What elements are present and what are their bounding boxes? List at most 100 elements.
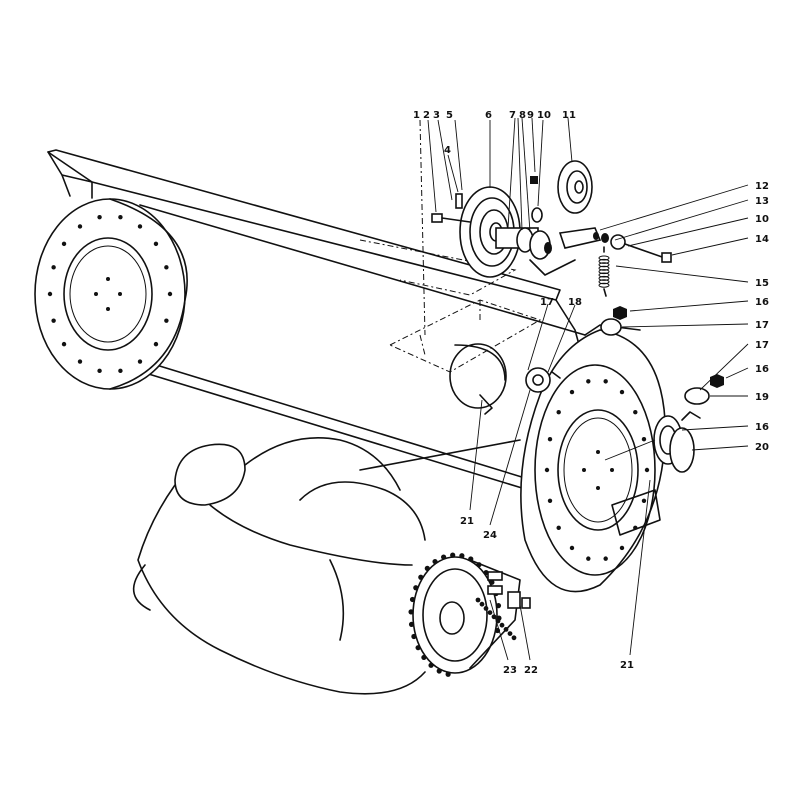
auger-housing xyxy=(47,149,641,489)
spring-coil xyxy=(598,272,610,278)
chain-link xyxy=(450,552,456,558)
callout-16-upper: 16 xyxy=(755,297,769,308)
chain-link xyxy=(483,606,489,611)
spring-hook xyxy=(603,246,607,297)
chain-link xyxy=(468,556,474,562)
right-end-plate xyxy=(520,329,666,593)
bolt-hole xyxy=(61,241,67,247)
callout-labels: 1 2 3 5 4 6 7 8 9 10 11 12 13 10 14 15 1… xyxy=(413,110,769,676)
spring-coil xyxy=(598,255,610,261)
chain-link xyxy=(441,554,447,560)
callout-9: 9 xyxy=(527,110,534,121)
callout-16-mid: 16 xyxy=(755,364,769,375)
chain-link xyxy=(418,574,424,580)
callout-3: 3 xyxy=(433,110,440,121)
spring-coil xyxy=(598,275,610,281)
callout-10-right: 10 xyxy=(755,214,769,225)
bolt-hole xyxy=(556,525,561,531)
bolt-hole xyxy=(582,468,586,472)
chain-link xyxy=(459,553,465,559)
chain-link xyxy=(424,565,430,571)
bolt-hole xyxy=(97,368,102,374)
bolt-hole xyxy=(569,389,575,395)
leader-lines xyxy=(419,117,749,661)
bolt-hole xyxy=(106,307,110,311)
bolt-hole xyxy=(633,409,638,415)
callout-12: 12 xyxy=(755,181,769,192)
chain-link xyxy=(411,633,417,640)
bolt-hole xyxy=(47,291,53,297)
chain-link xyxy=(432,558,438,565)
bolt-hole xyxy=(556,409,561,415)
bolt-hole xyxy=(164,265,169,270)
bolt-hole xyxy=(603,379,608,384)
bolt-hole xyxy=(164,318,169,323)
bolt-hole xyxy=(51,265,56,270)
spring-coil xyxy=(598,269,610,275)
center-sprocket xyxy=(525,367,561,393)
chain-link xyxy=(499,622,505,628)
bolt-hole xyxy=(167,291,173,297)
callout-10-top: 10 xyxy=(537,110,551,121)
callout-11: 11 xyxy=(562,110,576,121)
callout-1: 1 xyxy=(413,110,420,121)
callout-17-right: 17 xyxy=(755,340,769,351)
callout-22: 22 xyxy=(524,665,538,676)
bolt-hole xyxy=(51,318,56,323)
chain-link xyxy=(487,610,493,615)
drive-sprocket-chain xyxy=(408,552,531,677)
bolt-hole xyxy=(153,241,159,247)
chain-link xyxy=(479,601,485,607)
bolt-hole xyxy=(544,467,550,473)
bolt-hole xyxy=(118,214,123,220)
callout-4: 4 xyxy=(444,145,451,156)
bolt-hole xyxy=(610,468,614,472)
bolt-hole xyxy=(547,498,553,503)
chain-link xyxy=(413,585,419,591)
spring-coil xyxy=(598,262,610,268)
chain-link xyxy=(475,597,481,603)
chain-link xyxy=(436,668,442,674)
callout-18: 18 xyxy=(568,297,582,308)
bolt-hole xyxy=(596,450,600,454)
callout-2: 2 xyxy=(423,110,430,121)
callout-21-left: 21 xyxy=(460,516,474,527)
bolt-hole xyxy=(153,341,159,347)
chain-link xyxy=(408,621,415,627)
chain-link xyxy=(408,609,414,615)
callout-24: 24 xyxy=(483,530,497,541)
bolt-hole xyxy=(97,214,102,220)
auger-flighting xyxy=(132,437,521,695)
spring-coil xyxy=(598,265,610,271)
chain-link xyxy=(511,635,517,641)
chain-link xyxy=(489,579,495,585)
right-sprocket-assembly xyxy=(653,374,724,473)
spring-coil xyxy=(598,282,610,288)
callout-17-center: 17 xyxy=(540,297,554,308)
bolt-hole xyxy=(586,556,591,561)
bolt-hole xyxy=(137,224,143,229)
callout-17-upper: 17 xyxy=(755,320,769,331)
spring-coil xyxy=(598,279,610,285)
bolt-hole xyxy=(137,359,143,364)
bolt-hole xyxy=(641,437,647,442)
bolt-hole xyxy=(596,486,600,490)
callout-21-right: 21 xyxy=(620,660,634,671)
bolt-hole xyxy=(118,292,122,296)
callout-19: 19 xyxy=(755,392,769,403)
callout-5: 5 xyxy=(446,110,453,121)
bolt-hole xyxy=(619,389,625,395)
callout-16-lower: 16 xyxy=(755,422,769,433)
bolt-hole xyxy=(619,545,625,551)
bolt-hole xyxy=(569,545,575,551)
bolt-hole xyxy=(118,368,123,374)
chain-link xyxy=(445,671,451,677)
callout-7: 7 xyxy=(509,110,516,121)
chain-link xyxy=(415,645,421,651)
chain-link xyxy=(507,631,513,636)
chain-link xyxy=(409,596,416,603)
mounting-plate xyxy=(359,239,542,415)
bolt-hole xyxy=(106,277,110,281)
spring-coil xyxy=(598,258,610,264)
